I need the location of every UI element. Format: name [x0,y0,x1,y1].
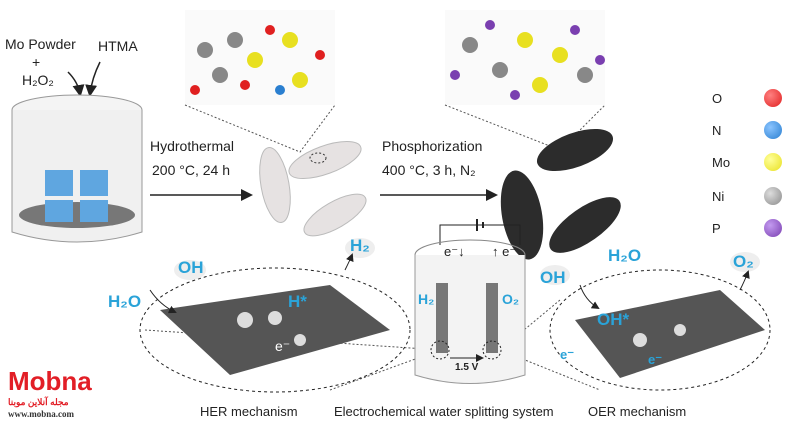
oer-h2o-label: H₂O [608,246,642,265]
h2o2-label: H₂O₂ [22,72,54,88]
arrow-htma [85,61,101,97]
beaker-icon [11,94,143,243]
molybdenum-atom-icon [764,153,782,171]
legend-item-o: O [712,89,782,107]
nimop-crystal-structure [445,10,605,105]
her-oh-label: OH [178,258,204,277]
nickel-atom-icon [764,187,782,205]
molecule-droplets [174,238,760,285]
electron-left-label: e⁻↓ [444,244,465,259]
hydrothermal-label: Hydrothermal [150,138,235,154]
her-mechanism-illustration [139,267,411,393]
hydrothermal-conditions: 200 °C, 24 h [152,162,230,178]
oer-mechanism-illustration [549,269,771,391]
htma-label: HTMA [98,38,138,54]
oer-electron-label-1: e⁻ [560,347,575,362]
arrow-mo [67,71,85,97]
watermark-logo: Mobna مجله آنلاین موبنا www.mobna.com [8,366,92,419]
plus-label: + [32,54,41,70]
oer-caption: OER mechanism [588,404,687,419]
oer-ohstar-label: OH* [597,310,630,329]
cell-h2-label: H₂ [418,291,435,307]
oer-oh-label: OH [540,268,566,287]
nimoo4-crystal-structure [185,10,335,105]
oer-o2-label: O₂ [733,252,754,271]
phosphorization-label: Phosphorization [382,138,483,154]
precursor-nanosheets [259,141,367,237]
legend-item-mo: Mo [712,153,782,171]
cell-caption: Electrochemical water splitting system [334,404,554,419]
voltage-label: 1.5 V [455,362,479,373]
legend-item-n: N [712,121,782,139]
oxygen-atom-icon [764,89,782,107]
mo-powder-label: Mo Powder [5,36,76,52]
her-h2o-label: H₂O [108,292,142,311]
legend-item-ni: Ni [712,187,782,205]
phosphorization-conditions: 400 °C, 3 h, N₂ [382,162,476,178]
her-caption: HER mechanism [200,404,298,419]
her-h2-label: H₂ [350,236,370,255]
oer-electron-label-2: e⁻ [648,352,663,367]
nitrogen-atom-icon [764,121,782,139]
electron-right-label: ↑ e⁻ [492,244,517,259]
legend-item-p: P [712,219,782,237]
her-hstar-label: H* [288,292,307,311]
her-electron-label: e⁻ [275,338,291,354]
phosphorus-atom-icon [764,219,782,237]
electrolysis-cell [414,219,526,384]
cell-o2-label: O₂ [502,291,520,307]
nimop-nanosheets [500,128,621,260]
